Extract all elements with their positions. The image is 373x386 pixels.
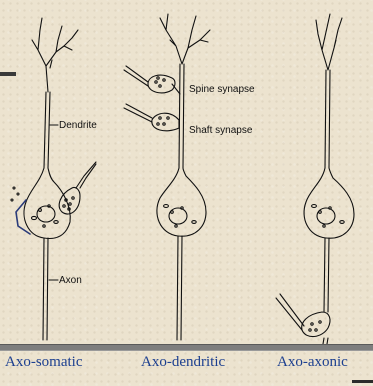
axon-label: Axon (59, 275, 82, 286)
spine-bouton (148, 75, 175, 93)
axon-2 (177, 236, 182, 340)
shaft-bouton (152, 113, 179, 131)
dendrite-shaft-3 (325, 70, 330, 168)
dendrite-shaft-1 (44, 92, 50, 168)
axon-3 (324, 238, 329, 312)
shaft-synapse-label: Shaft synapse (189, 125, 253, 136)
dendrite-tree-3 (316, 14, 342, 70)
soma-2 (157, 168, 206, 236)
contact-line-1 (16, 200, 30, 234)
axo-axonic-axon (276, 294, 304, 330)
caption-divider (0, 344, 373, 351)
dendrite-tree-1 (32, 18, 78, 92)
axo-axonic-bouton (302, 312, 330, 337)
dendrite-label: Dendrite (59, 120, 97, 131)
axon-1 (43, 238, 48, 340)
soma-1 (24, 168, 70, 238)
neuron-axo-dendritic (124, 14, 210, 340)
caption-axo-dendritic: Axo-dendritic (141, 354, 225, 371)
dendrite-shaft-2 (179, 64, 184, 168)
spine-synapse-label: Spine synapse (189, 84, 255, 95)
caption-axo-axonic: Axo-axonic (277, 354, 348, 371)
caption-axo-somatic: Axo-somatic (5, 354, 82, 371)
spine-axon (124, 66, 148, 86)
terminal-1 (76, 162, 96, 188)
neuron-axo-somatic (11, 18, 96, 340)
shaft-axon (124, 104, 152, 122)
neuron-axo-axonic (276, 14, 354, 344)
dendrite-tree-2 (160, 14, 210, 64)
soma-3 (304, 168, 354, 238)
corner-dash (352, 380, 373, 383)
